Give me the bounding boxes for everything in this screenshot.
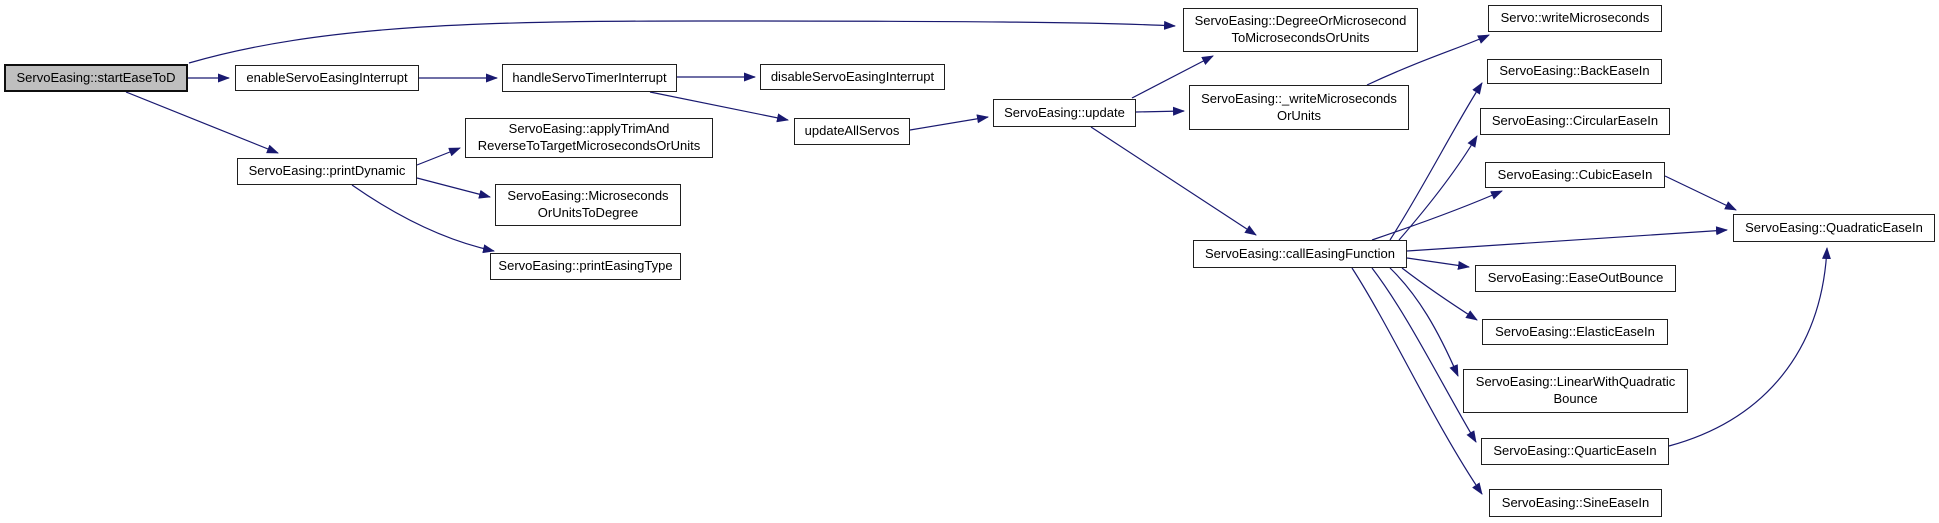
node-label: ServoEasing::update bbox=[1004, 104, 1125, 120]
node-label: ServoEasing::Microseconds OrUnitsToDegre… bbox=[507, 188, 669, 220]
node-label: ServoEasing::startEaseToD bbox=[16, 69, 176, 85]
node-label: ServoEasing::printDynamic bbox=[248, 163, 406, 179]
node-label: ServoEasing::CubicEaseIn bbox=[1497, 166, 1653, 182]
node-label: ServoEasing::QuarticEaseIn bbox=[1493, 443, 1657, 459]
edge-update--writeMicrosecondsOrUnits bbox=[1135, 106, 1185, 116]
node-backEaseIn[interactable]: ServoEasing::BackEaseIn bbox=[1487, 59, 1662, 84]
node-printEasingType[interactable]: ServoEasing::printEasingType bbox=[490, 253, 681, 280]
node-label: ServoEasing::_writeMicroseconds OrUnits bbox=[1201, 90, 1397, 123]
node-label: updateAllServos bbox=[804, 123, 900, 139]
node-cubicEaseIn[interactable]: ServoEasing::CubicEaseIn bbox=[1485, 162, 1665, 188]
node-label: Servo::writeMicroseconds bbox=[1500, 10, 1650, 26]
node-printDynamic[interactable]: ServoEasing::printDynamic bbox=[237, 158, 417, 185]
node-sineEaseIn[interactable]: ServoEasing::SineEaseIn bbox=[1489, 489, 1662, 517]
node-label: ServoEasing::callEasingFunction bbox=[1204, 245, 1396, 261]
edge-callEasingFunction--quadraticEaseIn bbox=[1406, 226, 1728, 252]
node-label: ServoEasing::applyTrimAnd ReverseToTarge… bbox=[477, 121, 701, 153]
edge-callEasingFunction--quarticEaseIn bbox=[1371, 267, 1477, 443]
node-degreeOrMicrosecondToMicrosecondsOrUnits[interactable]: ServoEasing::DegreeOrMicrosecond ToMicro… bbox=[1183, 8, 1418, 52]
edge-startEaseToD--degreeOrMicrosecondToMicrosecondsOrUnits bbox=[188, 20, 1176, 64]
edge-cubicEaseIn--quadraticEaseIn bbox=[1664, 175, 1737, 211]
edge-printDynamic--printEasingType bbox=[351, 184, 495, 254]
edge-update--callEasingFunction bbox=[1090, 126, 1257, 236]
node-label: handleServoTimerInterrupt bbox=[512, 69, 667, 85]
edge-callEasingFunction--easeOutBounce bbox=[1406, 257, 1470, 270]
node-linearWithQuadraticBounce[interactable]: ServoEasing::LinearWithQuadratic Bounce bbox=[1463, 369, 1688, 413]
edge-update--degreeOrMicrosecondToMicrosecondsOrUnits bbox=[1131, 55, 1214, 99]
node-easeOutBounce[interactable]: ServoEasing::EaseOutBounce bbox=[1475, 265, 1676, 292]
node-quadraticEaseIn[interactable]: ServoEasing::QuadraticEaseIn bbox=[1733, 214, 1935, 242]
node-update[interactable]: ServoEasing::update bbox=[993, 99, 1136, 127]
edge-startEaseToD--printDynamic bbox=[125, 91, 279, 154]
node-applyTrimAndReverse[interactable]: ServoEasing::applyTrimAnd ReverseToTarge… bbox=[465, 118, 713, 158]
edge-printDynamic--microsecondsOrUnitsToDegree bbox=[416, 177, 491, 199]
node-handleServoTimerInterrupt[interactable]: handleServoTimerInterrupt bbox=[502, 64, 677, 92]
edge-quarticEaseIn--quadraticEaseIn bbox=[1668, 247, 1831, 447]
node-label: ServoEasing::ElasticEaseIn bbox=[1495, 323, 1655, 339]
node-quarticEaseIn[interactable]: ServoEasing::QuarticEaseIn bbox=[1481, 438, 1669, 465]
node-writeMicrosecondsOrUnits[interactable]: ServoEasing::_writeMicroseconds OrUnits bbox=[1189, 85, 1409, 130]
node-label: disableServoEasingInterrupt bbox=[770, 68, 935, 84]
node-enableServoEasingInterrupt[interactable]: enableServoEasingInterrupt bbox=[235, 65, 419, 91]
node-label: ServoEasing::QuadraticEaseIn bbox=[1745, 219, 1923, 235]
node-callEasingFunction[interactable]: ServoEasing::callEasingFunction bbox=[1193, 240, 1407, 268]
node-microsecondsOrUnitsToDegree[interactable]: ServoEasing::Microseconds OrUnitsToDegre… bbox=[495, 184, 681, 226]
node-label: ServoEasing::BackEaseIn bbox=[1499, 63, 1650, 79]
edge-callEasingFunction--linearWithQuadraticBounce bbox=[1389, 267, 1459, 377]
node-label: enableServoEasingInterrupt bbox=[246, 69, 408, 85]
edge-callEasingFunction--sineEaseIn bbox=[1351, 267, 1483, 495]
node-elasticEaseIn[interactable]: ServoEasing::ElasticEaseIn bbox=[1482, 319, 1668, 345]
node-startEaseToD[interactable]: ServoEasing::startEaseToD bbox=[4, 64, 188, 92]
edge-callEasingFunction--elasticEaseIn bbox=[1401, 267, 1478, 321]
edge-callEasingFunction--cubicEaseIn bbox=[1371, 190, 1503, 241]
edge-writeMicrosecondsOrUnits--servoWriteMicroseconds bbox=[1366, 34, 1490, 86]
node-label: ServoEasing::CircularEaseIn bbox=[1491, 113, 1659, 129]
edge-handleServoTimerInterrupt--updateAllServos bbox=[649, 91, 789, 123]
node-circularEaseIn[interactable]: ServoEasing::CircularEaseIn bbox=[1480, 108, 1670, 135]
node-label: ServoEasing::DegreeOrMicrosecond ToMicro… bbox=[1194, 13, 1407, 45]
edge-printDynamic--applyTrimAndReverse bbox=[416, 147, 461, 166]
node-label: ServoEasing::EaseOutBounce bbox=[1487, 270, 1664, 286]
node-disableServoEasingInterrupt[interactable]: disableServoEasingInterrupt bbox=[760, 64, 945, 90]
edge-callEasingFunction--circularEaseIn bbox=[1398, 135, 1478, 241]
node-servoWriteMicroseconds[interactable]: Servo::writeMicroseconds bbox=[1488, 5, 1662, 32]
edge-callEasingFunction--backEaseIn bbox=[1389, 82, 1483, 241]
node-label: ServoEasing::printEasingType bbox=[498, 258, 673, 274]
node-label: ServoEasing::SineEaseIn bbox=[1501, 494, 1650, 510]
edge-updateAllServos--update bbox=[909, 114, 989, 131]
node-updateAllServos[interactable]: updateAllServos bbox=[794, 118, 910, 145]
node-label: ServoEasing::LinearWithQuadratic Bounce bbox=[1475, 374, 1676, 406]
